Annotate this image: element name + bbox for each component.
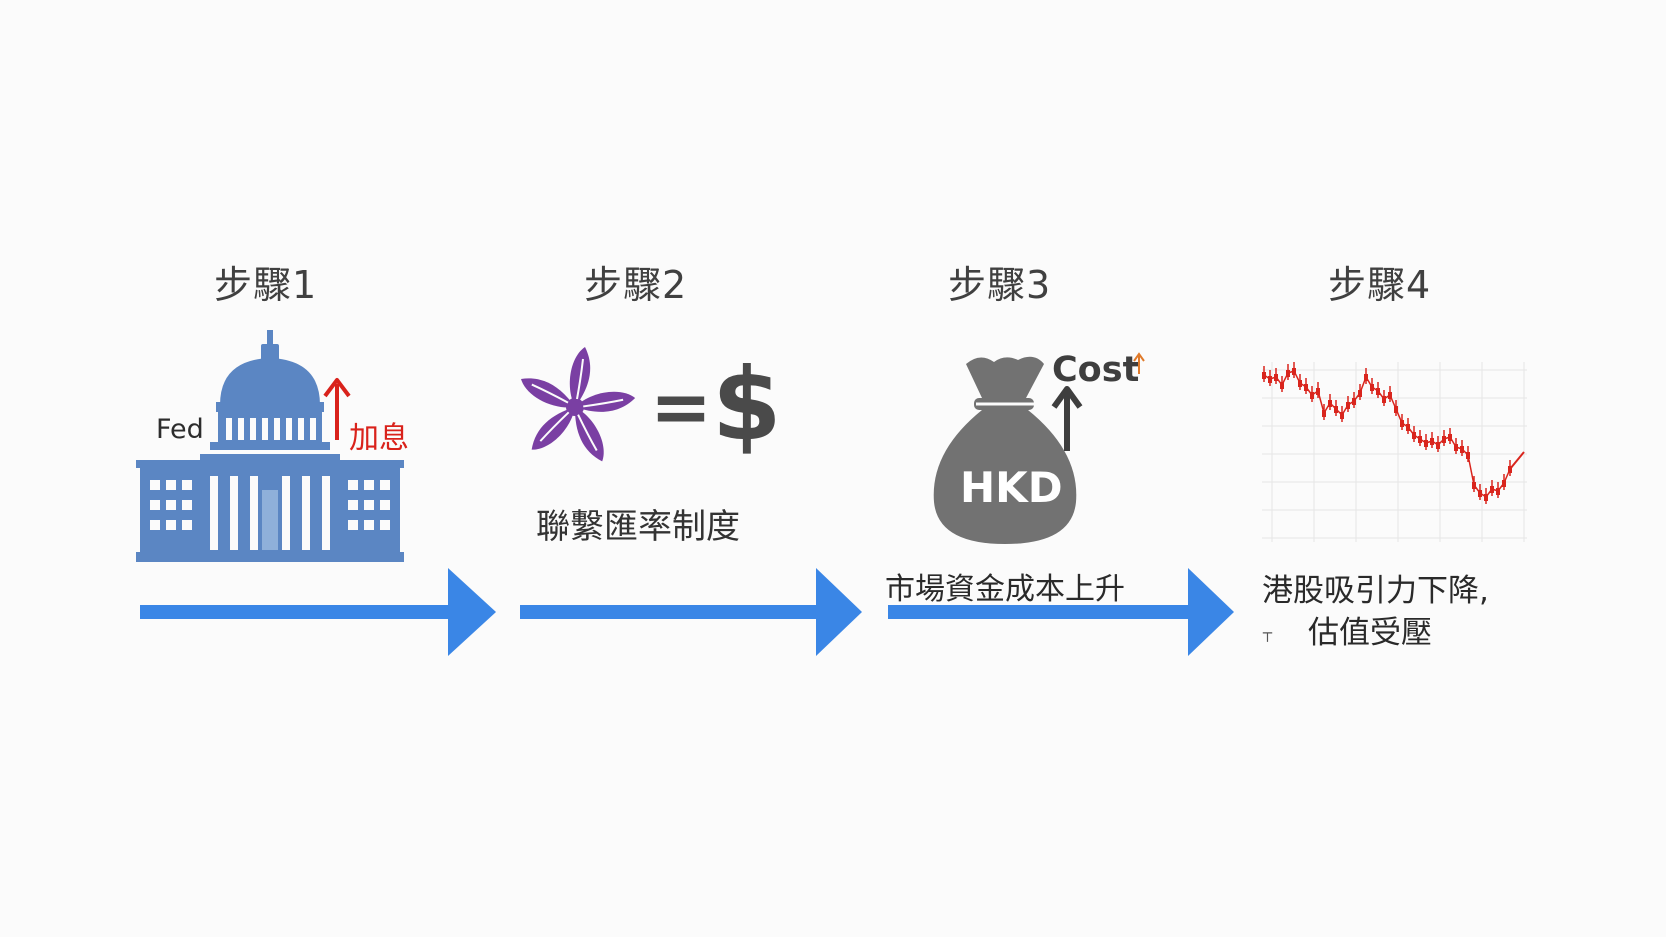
price-line <box>1359 376 1367 394</box>
price-line <box>1347 400 1355 406</box>
price-line <box>1425 440 1433 444</box>
step-4-caption-line1: 港股吸引力下降, <box>1262 573 1489 609</box>
price-line <box>1485 488 1493 498</box>
step-3-caption: 市場資金成本上升 <box>885 572 1125 607</box>
price-line <box>1491 488 1499 492</box>
price-line <box>1437 438 1445 446</box>
price-line <box>1503 468 1511 484</box>
stock-chart-svg <box>1262 362 1527 542</box>
price-line <box>1353 392 1361 402</box>
rate-hike-label: 加息 <box>349 421 409 456</box>
fed-label: Fed <box>156 414 204 445</box>
price-line <box>1293 370 1301 384</box>
price-line <box>1449 436 1457 448</box>
price-line <box>1443 436 1451 440</box>
hkd-label: HKD <box>960 463 1063 512</box>
price-line <box>1335 408 1343 416</box>
price-line <box>1389 394 1397 410</box>
candle-body <box>1424 440 1428 447</box>
candle-body <box>1382 396 1386 403</box>
fed-building-icon <box>136 330 426 565</box>
price-line <box>1509 451 1525 470</box>
price-line <box>1401 422 1409 428</box>
price-line <box>1497 482 1505 492</box>
price-line <box>1299 382 1307 388</box>
falling-candlestick-chart-icon <box>1262 362 1527 542</box>
caption-mark: ⸆ <box>1262 629 1274 654</box>
candle-body <box>1496 488 1500 495</box>
price-line <box>1281 372 1289 386</box>
rate-up-arrow-icon <box>322 376 352 442</box>
step-3-title: 步驟3 <box>948 263 1052 307</box>
price-line <box>1455 446 1463 450</box>
step-2-title: 步驟2 <box>584 263 688 307</box>
candle-body <box>1484 494 1488 501</box>
candle-body <box>1322 410 1326 417</box>
step-1-title: 步驟1 <box>214 263 318 307</box>
price-line <box>1383 394 1391 400</box>
price-line <box>1269 376 1277 380</box>
dollar-sign-icon: $ <box>712 346 782 463</box>
price-line <box>1431 440 1439 446</box>
price-line <box>1413 434 1421 440</box>
candle-body <box>1268 376 1272 383</box>
price-line <box>1479 492 1487 498</box>
cost-up-arrow-icon <box>1050 385 1084 453</box>
candle-body <box>1340 412 1344 419</box>
price-line <box>1275 376 1283 386</box>
cost-small-up-arrow-icon <box>1133 352 1145 374</box>
bauhinia-flower-icon <box>505 342 645 472</box>
step-4-title: 步驟4 <box>1328 263 1432 307</box>
price-line <box>1305 386 1313 396</box>
price-line <box>1473 484 1481 494</box>
price-line <box>1467 454 1475 486</box>
cost-label: Cost <box>1052 350 1140 390</box>
price-line <box>1395 408 1403 424</box>
price-line <box>1263 374 1271 380</box>
candle-body <box>1310 392 1314 399</box>
price-line <box>1311 390 1319 396</box>
price-line <box>1341 404 1349 416</box>
price-line <box>1461 448 1469 456</box>
price-line <box>1323 402 1331 414</box>
arrow-3-to-4 <box>888 568 1238 658</box>
arrow-1-to-2 <box>140 568 500 658</box>
price-line <box>1377 390 1385 400</box>
arrow-2-to-3 <box>520 568 865 658</box>
candle-body <box>1280 382 1284 389</box>
step-4-caption-line2: 估值受壓 <box>1308 615 1432 651</box>
price-line <box>1317 390 1325 414</box>
candle-body <box>1436 442 1440 449</box>
price-line <box>1407 426 1415 436</box>
price-line <box>1371 386 1379 392</box>
price-line <box>1329 402 1337 410</box>
money-bag-icon <box>930 352 1080 547</box>
price-line <box>1419 438 1427 444</box>
step-2-caption: 聯繫匯率制度 <box>536 507 740 547</box>
price-line <box>1287 370 1295 374</box>
equals-sign: = <box>650 364 713 450</box>
price-line <box>1365 376 1373 388</box>
